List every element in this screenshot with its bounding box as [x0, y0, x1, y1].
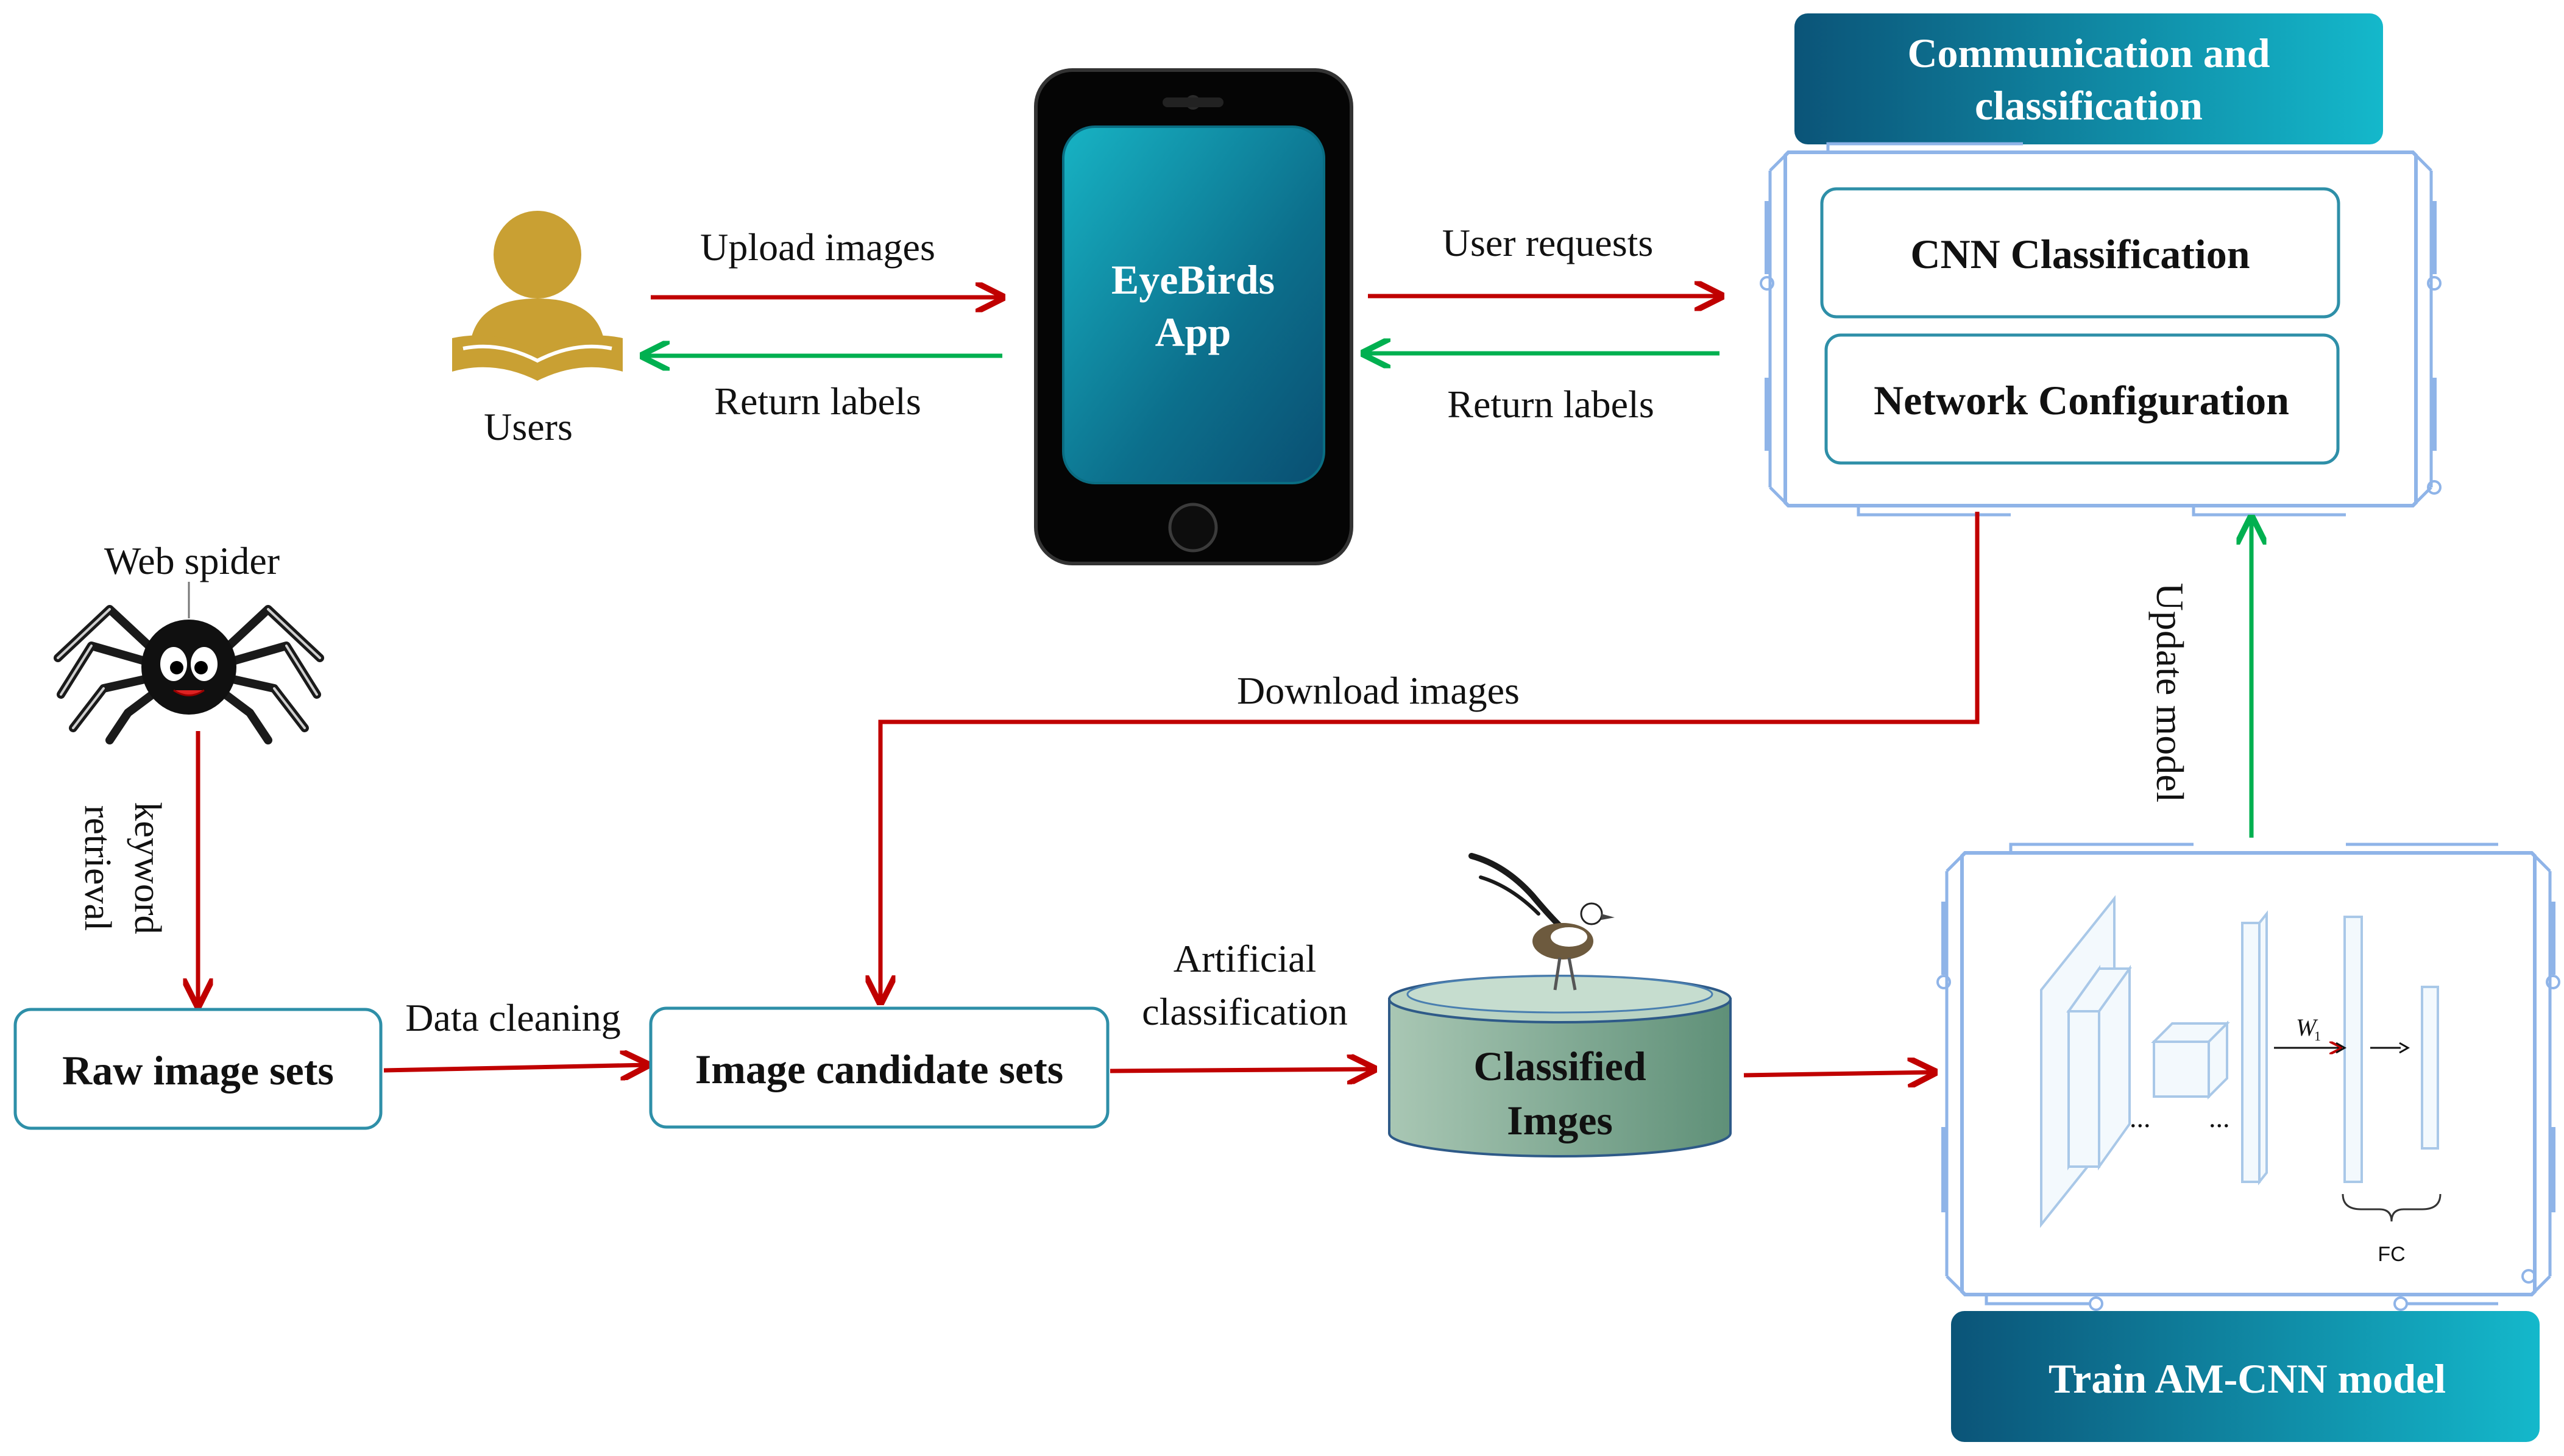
bird-icon — [1468, 853, 1615, 991]
artificial-classification-arrow — [1110, 1069, 1374, 1071]
users-label: Users — [484, 405, 573, 448]
fc-label: FC — [2378, 1243, 2405, 1266]
communication-header — [1794, 13, 2383, 144]
phone-device — [1034, 68, 1353, 565]
download-images-arrow — [880, 512, 1980, 1002]
return-labels-left-label: Return labels — [714, 380, 921, 423]
cnn-classification-label: CNN Classification — [1910, 231, 2250, 277]
cnn-architecture-sketch — [2040, 895, 2439, 1228]
update-model-label: Update model — [2148, 583, 2192, 803]
database-to-training-arrow — [1743, 1072, 1935, 1075]
database-label-line1: Classified — [1473, 1043, 1646, 1089]
user-requests-label: User requests — [1442, 221, 1654, 264]
data-cleaning-label: Data cleaning — [405, 996, 621, 1039]
download-images-label: Download images — [1237, 669, 1520, 712]
cnn-classification-box — [1820, 187, 2340, 319]
network-configuration-label: Network Configuration — [1874, 377, 2289, 423]
weight-subscript: 1 — [2314, 1028, 2321, 1044]
artificial-label-line1: Artificial — [1174, 937, 1317, 980]
upload-images-label: Upload images — [700, 225, 935, 269]
raw-image-sets-label: Raw image sets — [62, 1047, 334, 1094]
fc-arrow-2-head — [2399, 1042, 2410, 1054]
comm-header-line1: Communication and — [1907, 30, 2270, 76]
weight-label: W — [2296, 1014, 2318, 1041]
web-spider-label: Web spider — [104, 539, 280, 582]
user-icon — [452, 211, 623, 381]
training-footer — [1951, 1311, 2540, 1442]
training-frame — [1936, 843, 2560, 1311]
train-footer-label: Train AM-CNN model — [2049, 1355, 2446, 1402]
data-cleaning-arrow — [383, 1065, 647, 1070]
fc-brace — [2342, 1193, 2442, 1222]
image-candidate-sets-label: Image candidate sets — [695, 1046, 1063, 1092]
artificial-label-line2: classification — [1142, 990, 1348, 1033]
database-label-line2: Imges — [1507, 1097, 1613, 1143]
raw-image-sets-box — [13, 1008, 383, 1130]
ellipsis-2: ... — [2209, 1102, 2230, 1133]
app-name-line2: App — [1155, 309, 1231, 355]
network-configuration-box — [1824, 333, 2340, 465]
keyword-label-line2: retrieval — [77, 805, 118, 931]
return-labels-right-label: Return labels — [1447, 383, 1654, 426]
spider-icon — [54, 605, 324, 744]
comm-header-line2: classification — [1975, 82, 2203, 129]
classified-images-database — [1388, 975, 1732, 1157]
ellipsis-1: ... — [2130, 1102, 2151, 1133]
keyword-label-line1: keyword — [127, 802, 168, 935]
app-name-line1: EyeBirds — [1111, 256, 1275, 303]
image-candidate-sets-box — [649, 1006, 1110, 1129]
fc-arrow-1-head — [2336, 1042, 2347, 1054]
communication-frame — [1760, 142, 2442, 517]
